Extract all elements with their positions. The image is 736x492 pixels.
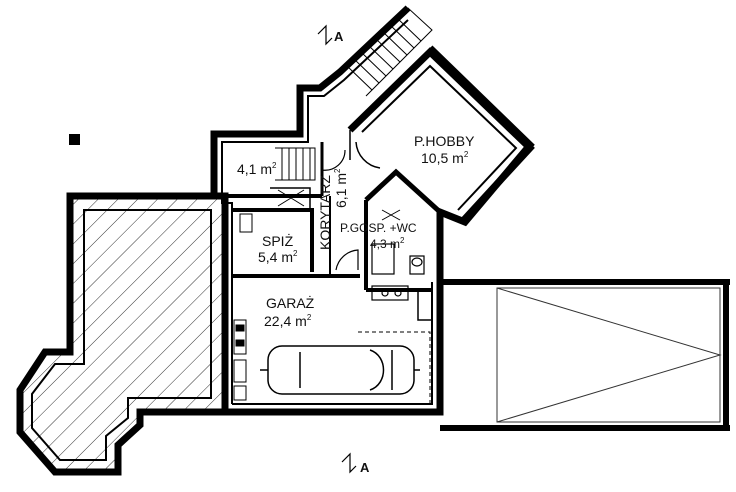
room-area-stair-hall: 4,1 m2 [237,161,277,177]
interior-walls [225,142,442,292]
room-label-korytarz: KORYTARZ [317,175,333,250]
room-label-spiz: SPIŻ [262,232,294,249]
room-area-pgosp: 4,3 m2 [370,236,405,251]
room-label-hobby: P.HOBBY [414,133,475,149]
room-area-hobby: 10,5 m2 [421,150,469,166]
stairs-small [275,147,316,181]
wc-fixtures [371,243,425,301]
hobby-room [347,47,535,225]
room-area-garaz: 22,4 m2 [264,313,312,329]
room-label-garaz: GARAŻ [266,294,315,311]
room-label-pgosp: P.GOSP. +WC [340,221,417,235]
north-marker [69,134,80,145]
stairs-top [339,7,433,97]
terrace [16,192,229,476]
svg-text:A: A [334,29,344,44]
section-mark-bottom: A [341,452,370,475]
driveway [440,279,730,431]
car-icon [260,345,420,395]
garage-contents [233,292,432,404]
svg-text:A: A [360,460,370,475]
room-area-korytarz: 6,1 m2 [333,168,349,208]
inner-wall-lines [221,19,433,405]
room-area-spiz: 5,4 m2 [258,249,298,265]
section-mark-top: A [317,24,344,46]
